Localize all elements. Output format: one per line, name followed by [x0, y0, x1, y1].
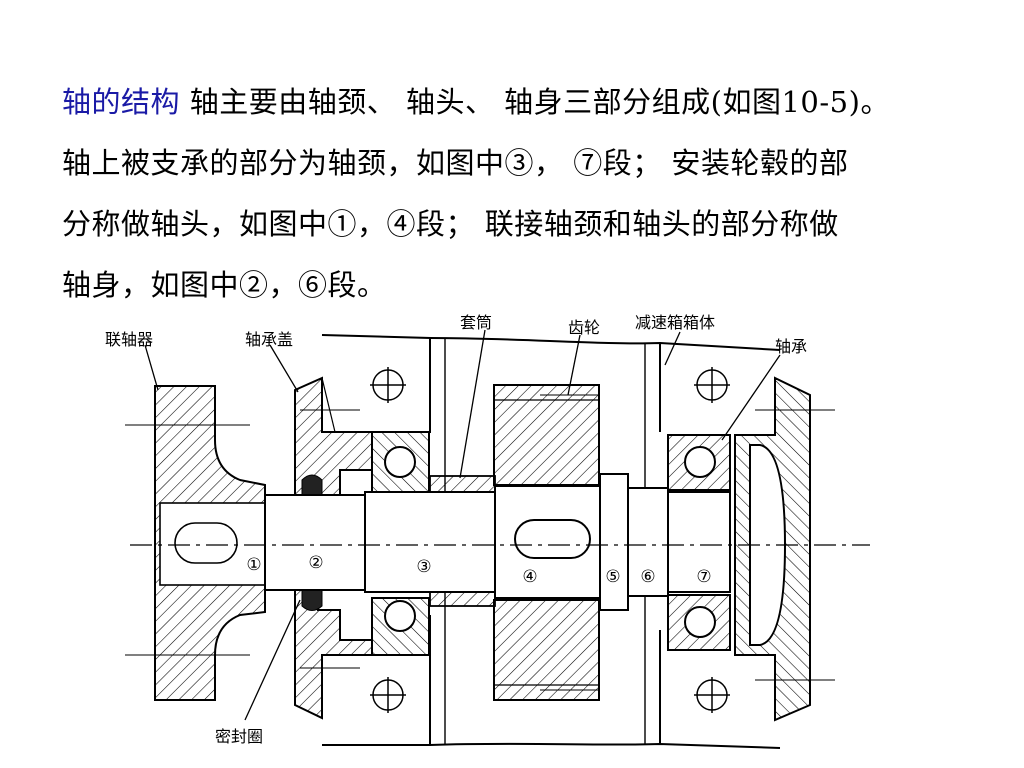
segment-5: ⑤ — [605, 567, 620, 587]
segment-numbers: ① ② ③ ④ ⑤ ⑥ ⑦ — [246, 553, 711, 587]
segment-3: ③ — [416, 557, 431, 577]
paragraph-line-2: 轴上被支承的部分为轴颈，如图中③， ⑦段； 安装轮毂的部 — [62, 146, 849, 180]
right-bearing — [667, 434, 731, 651]
label-sleeve: 套筒 — [460, 313, 492, 332]
paragraph-line-3: 分称做轴头，如图中①，④段； 联接轴颈和轴头的部分称做 — [62, 207, 839, 241]
label-seal-ring: 密封圈 — [215, 727, 263, 746]
labels: 联轴器 轴承盖 套筒 齿轮 减速箱箱体 轴承 密封圈 — [105, 313, 807, 746]
line1-text: 轴主要由轴颈、 轴头、 轴身三部分组成(如图10-5)。 — [189, 85, 890, 119]
label-bearing: 轴承 — [775, 337, 807, 356]
coupling — [154, 385, 266, 701]
segment-7: ⑦ — [696, 567, 711, 587]
section-title: 轴的结构 — [62, 85, 181, 119]
label-bearing-cover: 轴承盖 — [245, 330, 293, 349]
shaft — [264, 473, 731, 611]
left-bearing-cover — [294, 376, 373, 720]
paragraph-line-1: 轴的结构 轴主要由轴颈、 轴头、 轴身三部分组成(如图10-5)。 — [62, 72, 992, 133]
seal-rings — [301, 474, 323, 611]
segment-4: ④ — [522, 567, 537, 587]
leader-lines — [144, 329, 781, 721]
right-bearing-cover — [734, 376, 811, 722]
paragraph-line-4: 轴身，如图中②，⑥段。 — [62, 268, 387, 302]
label-gearbox-body: 减速箱箱体 — [635, 313, 715, 332]
segment-2: ② — [308, 553, 323, 573]
label-gear: 齿轮 — [568, 318, 600, 337]
bolt-holes — [370, 367, 730, 713]
segment-1: ① — [246, 555, 261, 575]
extension-lines — [125, 394, 835, 691]
segment-6: ⑥ — [640, 567, 655, 587]
description-paragraph: 轴的结构 轴主要由轴颈、 轴头、 轴身三部分组成(如图10-5)。 轴上被支承的… — [62, 72, 992, 316]
label-coupling: 联轴器 — [105, 330, 153, 349]
gear — [493, 384, 600, 701]
